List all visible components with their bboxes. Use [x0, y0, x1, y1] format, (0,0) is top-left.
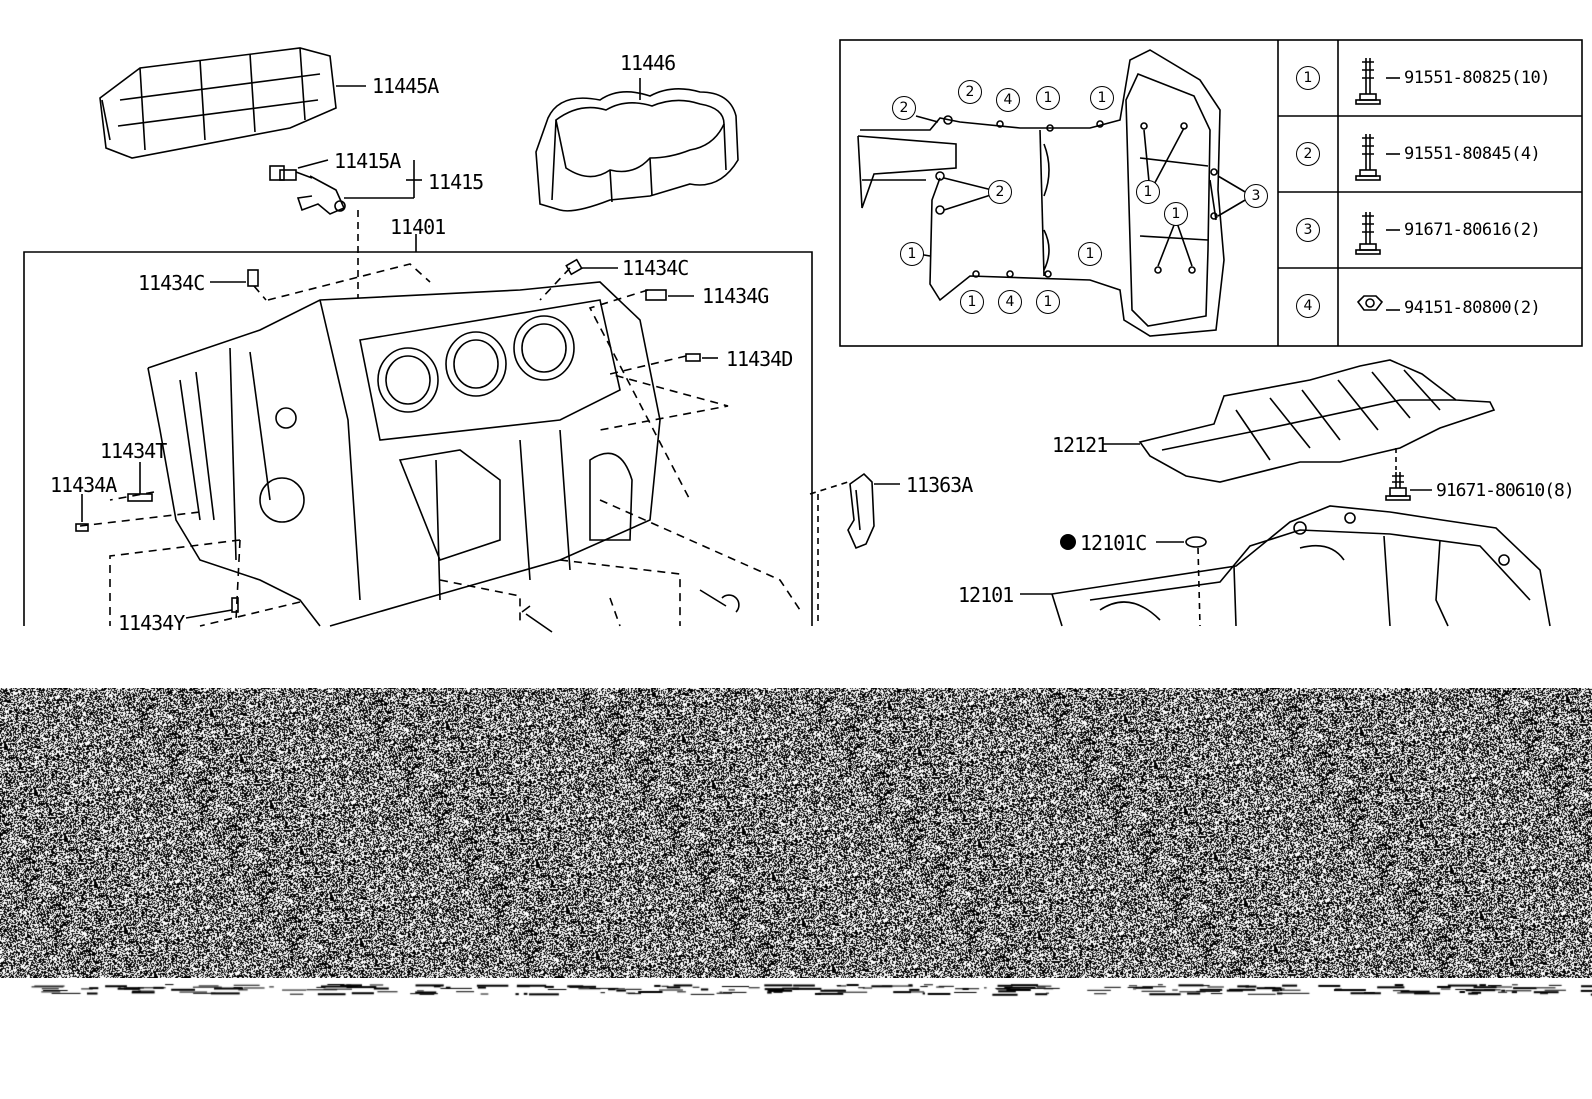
legend-ref-1: 1 — [1296, 66, 1320, 90]
part-label-11415A: 11415A — [334, 149, 401, 173]
oil-jet-11415-drawing — [296, 175, 346, 215]
stud-bolt-drawing-1 — [521, 605, 553, 633]
scan-noise-streak — [0, 980, 1592, 1000]
legend-code-1: 91551-80825(10) — [1404, 68, 1551, 88]
callout-1: 1 — [1164, 202, 1188, 226]
flange-nut-icon — [1356, 295, 1384, 311]
flange-bolt-icon — [1355, 212, 1381, 255]
cylinder-block-drawing — [147, 281, 661, 627]
part-label-91671-80610: 91671-80610(8) — [1436, 480, 1575, 501]
callout-1: 1 — [1078, 242, 1102, 266]
callout-2: 2 — [892, 96, 916, 120]
straight-pin-11434A — [75, 523, 89, 532]
part-label-11363A: 11363A — [906, 473, 973, 497]
straight-pin-11434D — [685, 353, 701, 362]
part-label-11434Y: 11434Y — [118, 611, 185, 635]
part-label-11434T: 11434T — [100, 439, 167, 463]
cylinder-block-assembly-frame — [23, 234, 813, 626]
stud-bolt-drawing-2 — [699, 589, 740, 613]
legend-ref-4: 4 — [1296, 294, 1320, 318]
legend-ref-3: 3 — [1296, 218, 1320, 242]
stiffening-plate-12121-drawing — [1138, 359, 1496, 483]
union-bolt-11415A-drawing — [269, 165, 313, 181]
gasket-11446-drawing — [535, 88, 739, 212]
flange-bolt-icon — [1355, 58, 1381, 105]
part-label-11446: 11446 — [620, 51, 676, 75]
straight-pin-11434Y — [231, 597, 239, 613]
legend-code-3: 91671-80616(2) — [1404, 220, 1541, 240]
part-label-12101: 12101 — [958, 583, 1014, 607]
callout-3: 3 — [1244, 184, 1268, 208]
flange-bolt-icon — [1355, 134, 1381, 181]
part-label-11445A: 11445A — [372, 74, 439, 98]
new-part-marker-icon — [1060, 534, 1076, 550]
part-label-11434D: 11434D — [726, 347, 793, 371]
legend-code-4: 94151-80800(2) — [1404, 298, 1541, 318]
part-label-12101C: 12101C — [1080, 531, 1147, 555]
oil-baffle-11445A-drawing — [99, 47, 337, 159]
straight-pin-11434C-right — [565, 258, 583, 276]
part-label-11415: 11415 — [428, 170, 484, 194]
callout-2: 2 — [988, 180, 1012, 204]
scan-noise-band — [0, 688, 1592, 978]
oil-pan-12101-drawing — [1051, 505, 1551, 627]
callout-1: 1 — [960, 290, 984, 314]
callout-4: 4 — [998, 290, 1022, 314]
callout-2: 2 — [958, 80, 982, 104]
callout-1: 1 — [1136, 180, 1160, 204]
gasket-12101C-drawing — [1185, 536, 1207, 548]
callout-1: 1 — [1036, 290, 1060, 314]
part-label-11401: 11401 — [390, 215, 446, 239]
part-label-12121: 12121 — [1052, 433, 1108, 457]
part-label-11434C-left: 11434C — [138, 271, 205, 295]
bolt-91671-80610-drawing — [1385, 472, 1411, 501]
callout-4: 4 — [996, 88, 1020, 112]
straight-pin-11434C-left — [247, 269, 259, 287]
bearing-cap-11363A-drawing — [847, 472, 875, 550]
fastener-legend-frame — [839, 39, 1583, 347]
legend-code-2: 91551-80845(4) — [1404, 144, 1541, 164]
leader-dashes — [79, 263, 801, 627]
callout-1: 1 — [1036, 86, 1060, 110]
legend-ref-2: 2 — [1296, 142, 1320, 166]
part-label-11434A: 11434A — [50, 473, 117, 497]
ring-pin-11434G — [645, 289, 667, 301]
callout-1: 1 — [900, 242, 924, 266]
part-label-11434G: 11434G — [702, 284, 769, 308]
part-label-11434C-right: 11434C — [622, 256, 689, 280]
callout-1: 1 — [1090, 86, 1114, 110]
